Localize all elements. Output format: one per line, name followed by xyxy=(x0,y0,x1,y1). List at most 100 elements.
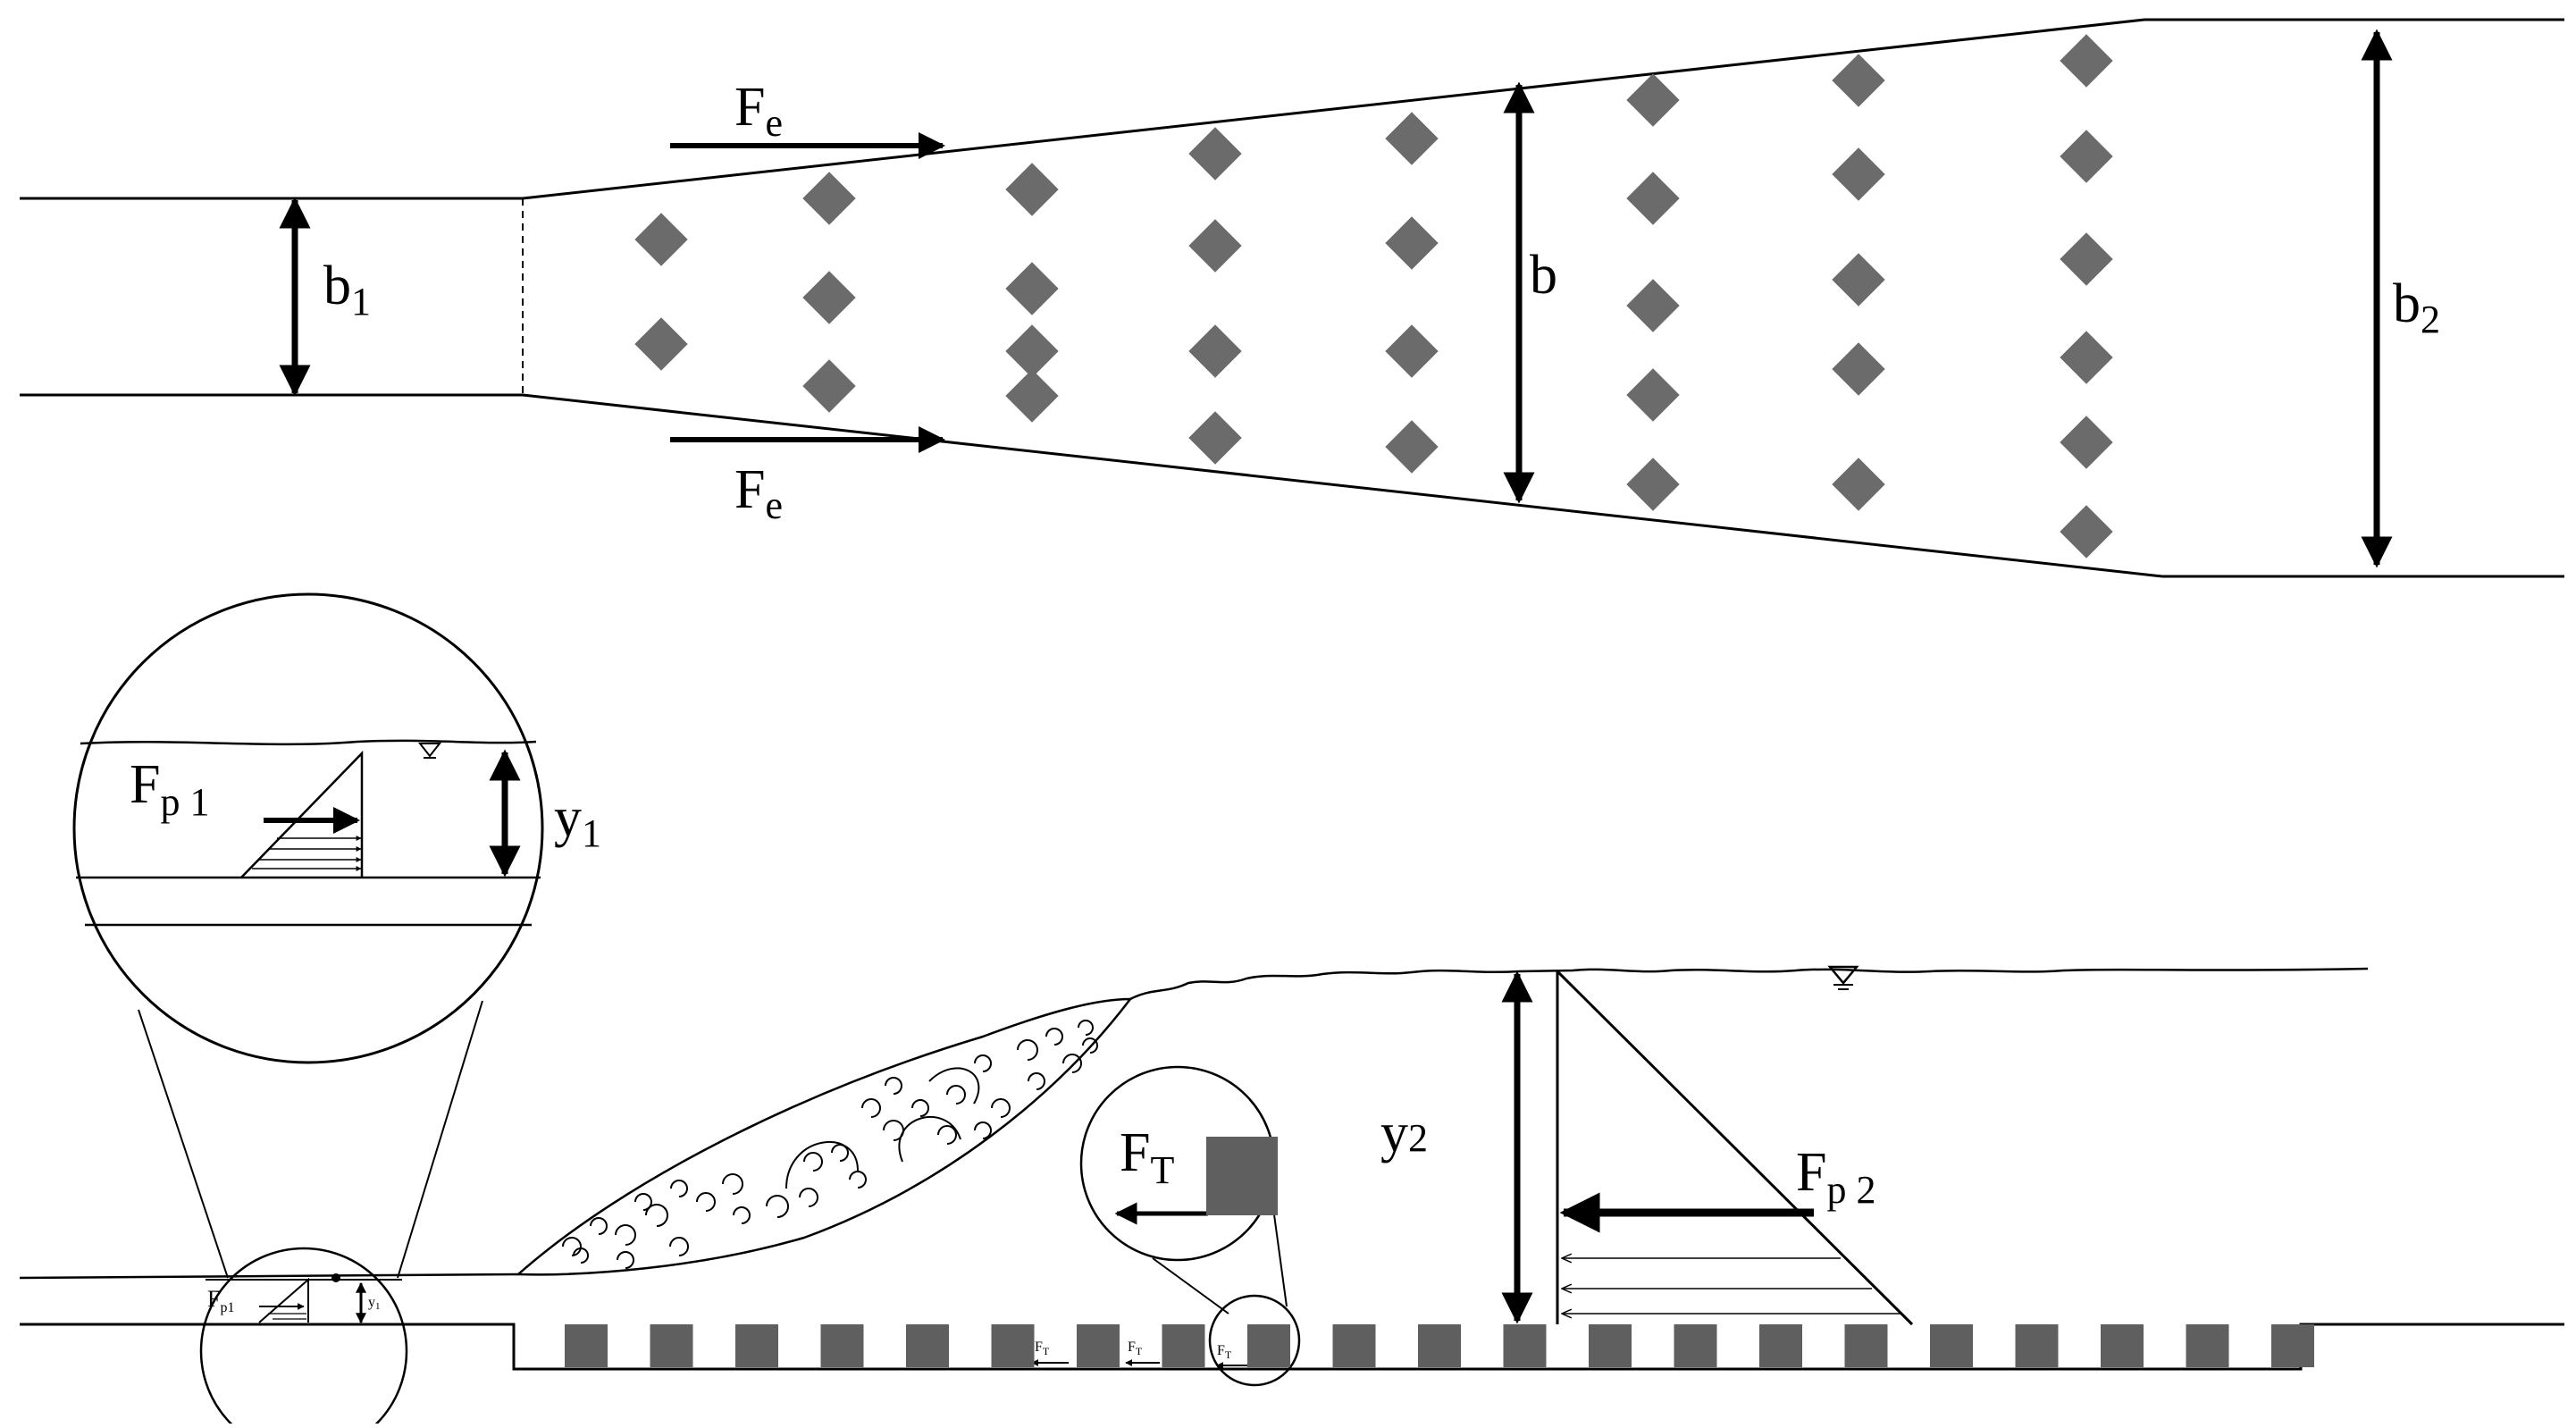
bed-block-11 xyxy=(1418,1324,1461,1367)
supercritical-flow-surface xyxy=(19,1273,519,1280)
eddy-12 xyxy=(634,1193,652,1211)
plan-diamond-block-31 xyxy=(2060,331,2113,384)
fe-top-label: Fe xyxy=(734,77,783,145)
plan-diamond-block-9 xyxy=(1005,369,1059,423)
plan-diamond-block-27 xyxy=(1832,458,1885,511)
plan-diamond-block-25 xyxy=(1832,253,1885,307)
y1-label: y1 xyxy=(554,787,601,855)
bed-block-19 xyxy=(2101,1324,2144,1367)
plan-view xyxy=(20,18,2564,578)
plan-diamond-block-2 xyxy=(634,317,688,371)
roller-outline xyxy=(515,997,1133,1276)
plan-diamond-block-23 xyxy=(1832,54,1885,107)
upstream-detail-circle-large xyxy=(72,592,544,1064)
detail-water-surface xyxy=(80,739,537,746)
bed-block-15 xyxy=(1759,1324,1802,1367)
magnifier-line-ft-left xyxy=(1152,1257,1229,1315)
b-label: b xyxy=(1530,245,1557,306)
plan-diamond-block-28 xyxy=(2060,34,2113,88)
eddy-9 xyxy=(617,1251,634,1269)
plan-diamond-block-5 xyxy=(802,359,856,413)
bed-block-12 xyxy=(1503,1324,1547,1367)
channel-bed xyxy=(20,1323,2564,1371)
eddy-14 xyxy=(803,1152,823,1172)
eddy-28 xyxy=(885,1077,902,1095)
plan-diamond-block-21 xyxy=(1626,368,1680,422)
eddy-6 xyxy=(696,1192,716,1212)
block-detail-circle-small xyxy=(1208,1294,1301,1387)
eddy-32 xyxy=(1082,1037,1098,1054)
eddy-13 xyxy=(766,1195,789,1218)
plan-diamond-block-18 xyxy=(1626,73,1680,127)
b2-label: b2 xyxy=(2393,273,2440,341)
ft-label: FT xyxy=(1120,1122,1174,1192)
eddy-22 xyxy=(1017,1039,1038,1061)
eddy-24 xyxy=(1062,1054,1082,1073)
eddy-2 xyxy=(590,1217,608,1235)
eddy-18 xyxy=(911,1099,929,1117)
eddy-21 xyxy=(991,1098,1011,1118)
plan-diamond-block-19 xyxy=(1626,172,1680,225)
eddy-3 xyxy=(615,1224,636,1246)
plan-diamond-block-3 xyxy=(802,172,856,225)
bed-block-14 xyxy=(1674,1324,1717,1367)
plan-diamond-block-22 xyxy=(1626,458,1680,511)
plan-roughness-blocks xyxy=(634,34,2113,559)
plan-diamond-block-26 xyxy=(1832,342,1885,396)
plan-diamond-block-4 xyxy=(802,271,856,324)
block-detail-square xyxy=(1206,1137,1278,1215)
profile-view xyxy=(19,592,2564,1428)
small-y1-label: y1 xyxy=(368,1295,381,1312)
downstream-water-surface xyxy=(1129,967,2369,1001)
eddy-26 xyxy=(1078,1020,1094,1036)
eddy-16 xyxy=(861,1098,881,1118)
eddy-11 xyxy=(573,1247,589,1264)
bed-block-6 xyxy=(991,1324,1035,1367)
plan-diamond-block-30 xyxy=(2060,232,2113,286)
bed-block-13 xyxy=(1589,1324,1632,1367)
eddy-1 xyxy=(562,1237,582,1256)
eddy-27 xyxy=(937,1125,957,1145)
eddy-5 xyxy=(670,1180,688,1197)
bed-roughness-blocks xyxy=(565,1324,2314,1367)
fp1-pressure-triangle xyxy=(240,750,364,878)
eddy-19 xyxy=(946,1085,966,1105)
plan-diamond-block-10 xyxy=(1188,127,1242,181)
fe-bottom-label: Fe xyxy=(734,459,783,527)
bed-block-9 xyxy=(1247,1324,1290,1367)
bed-block-16 xyxy=(1844,1324,1888,1367)
small-ft-label-1: FT xyxy=(1035,1340,1050,1357)
expansion-top-wall xyxy=(522,18,2145,200)
plan-diamond-block-32 xyxy=(2060,416,2113,469)
bed-block-7 xyxy=(1077,1324,1120,1367)
big-swirl-3 xyxy=(928,1067,980,1105)
fp2-label: Fp 2 xyxy=(1796,1142,1875,1212)
plan-diamond-block-29 xyxy=(2060,130,2113,183)
bed-block-21 xyxy=(2271,1324,2314,1367)
plan-diamond-block-17 xyxy=(1385,420,1439,474)
fp1-label: Fp 1 xyxy=(130,754,209,824)
big-swirl-1 xyxy=(785,1140,859,1189)
plan-diamond-block-33 xyxy=(2060,505,2113,559)
eddy-31 xyxy=(974,1121,992,1139)
magnifier-line-right xyxy=(397,1000,483,1279)
eddy-30 xyxy=(849,1171,867,1189)
y2-label: y2 xyxy=(1380,1103,1428,1163)
upstream-detail-circle-small xyxy=(199,1247,408,1428)
plan-diamond-block-16 xyxy=(1385,324,1439,378)
detail-water-level-icon xyxy=(417,743,442,758)
eddy-20 xyxy=(974,1054,992,1072)
small-ft-label-2: FT xyxy=(1128,1340,1143,1357)
bed-block-3 xyxy=(735,1324,778,1367)
plan-diamond-block-15 xyxy=(1385,216,1439,270)
small-fp1-label: Fp1 xyxy=(207,1286,234,1315)
bed-block-10 xyxy=(1332,1324,1376,1367)
small-ft-label-3: FT xyxy=(1217,1343,1232,1361)
pressure-diagram-hypotenuse xyxy=(1556,970,1914,1326)
eddy-8 xyxy=(733,1206,751,1224)
eddy-10 xyxy=(669,1237,689,1256)
bed-block-17 xyxy=(1930,1324,1973,1367)
eddy-25 xyxy=(1028,1072,1045,1090)
